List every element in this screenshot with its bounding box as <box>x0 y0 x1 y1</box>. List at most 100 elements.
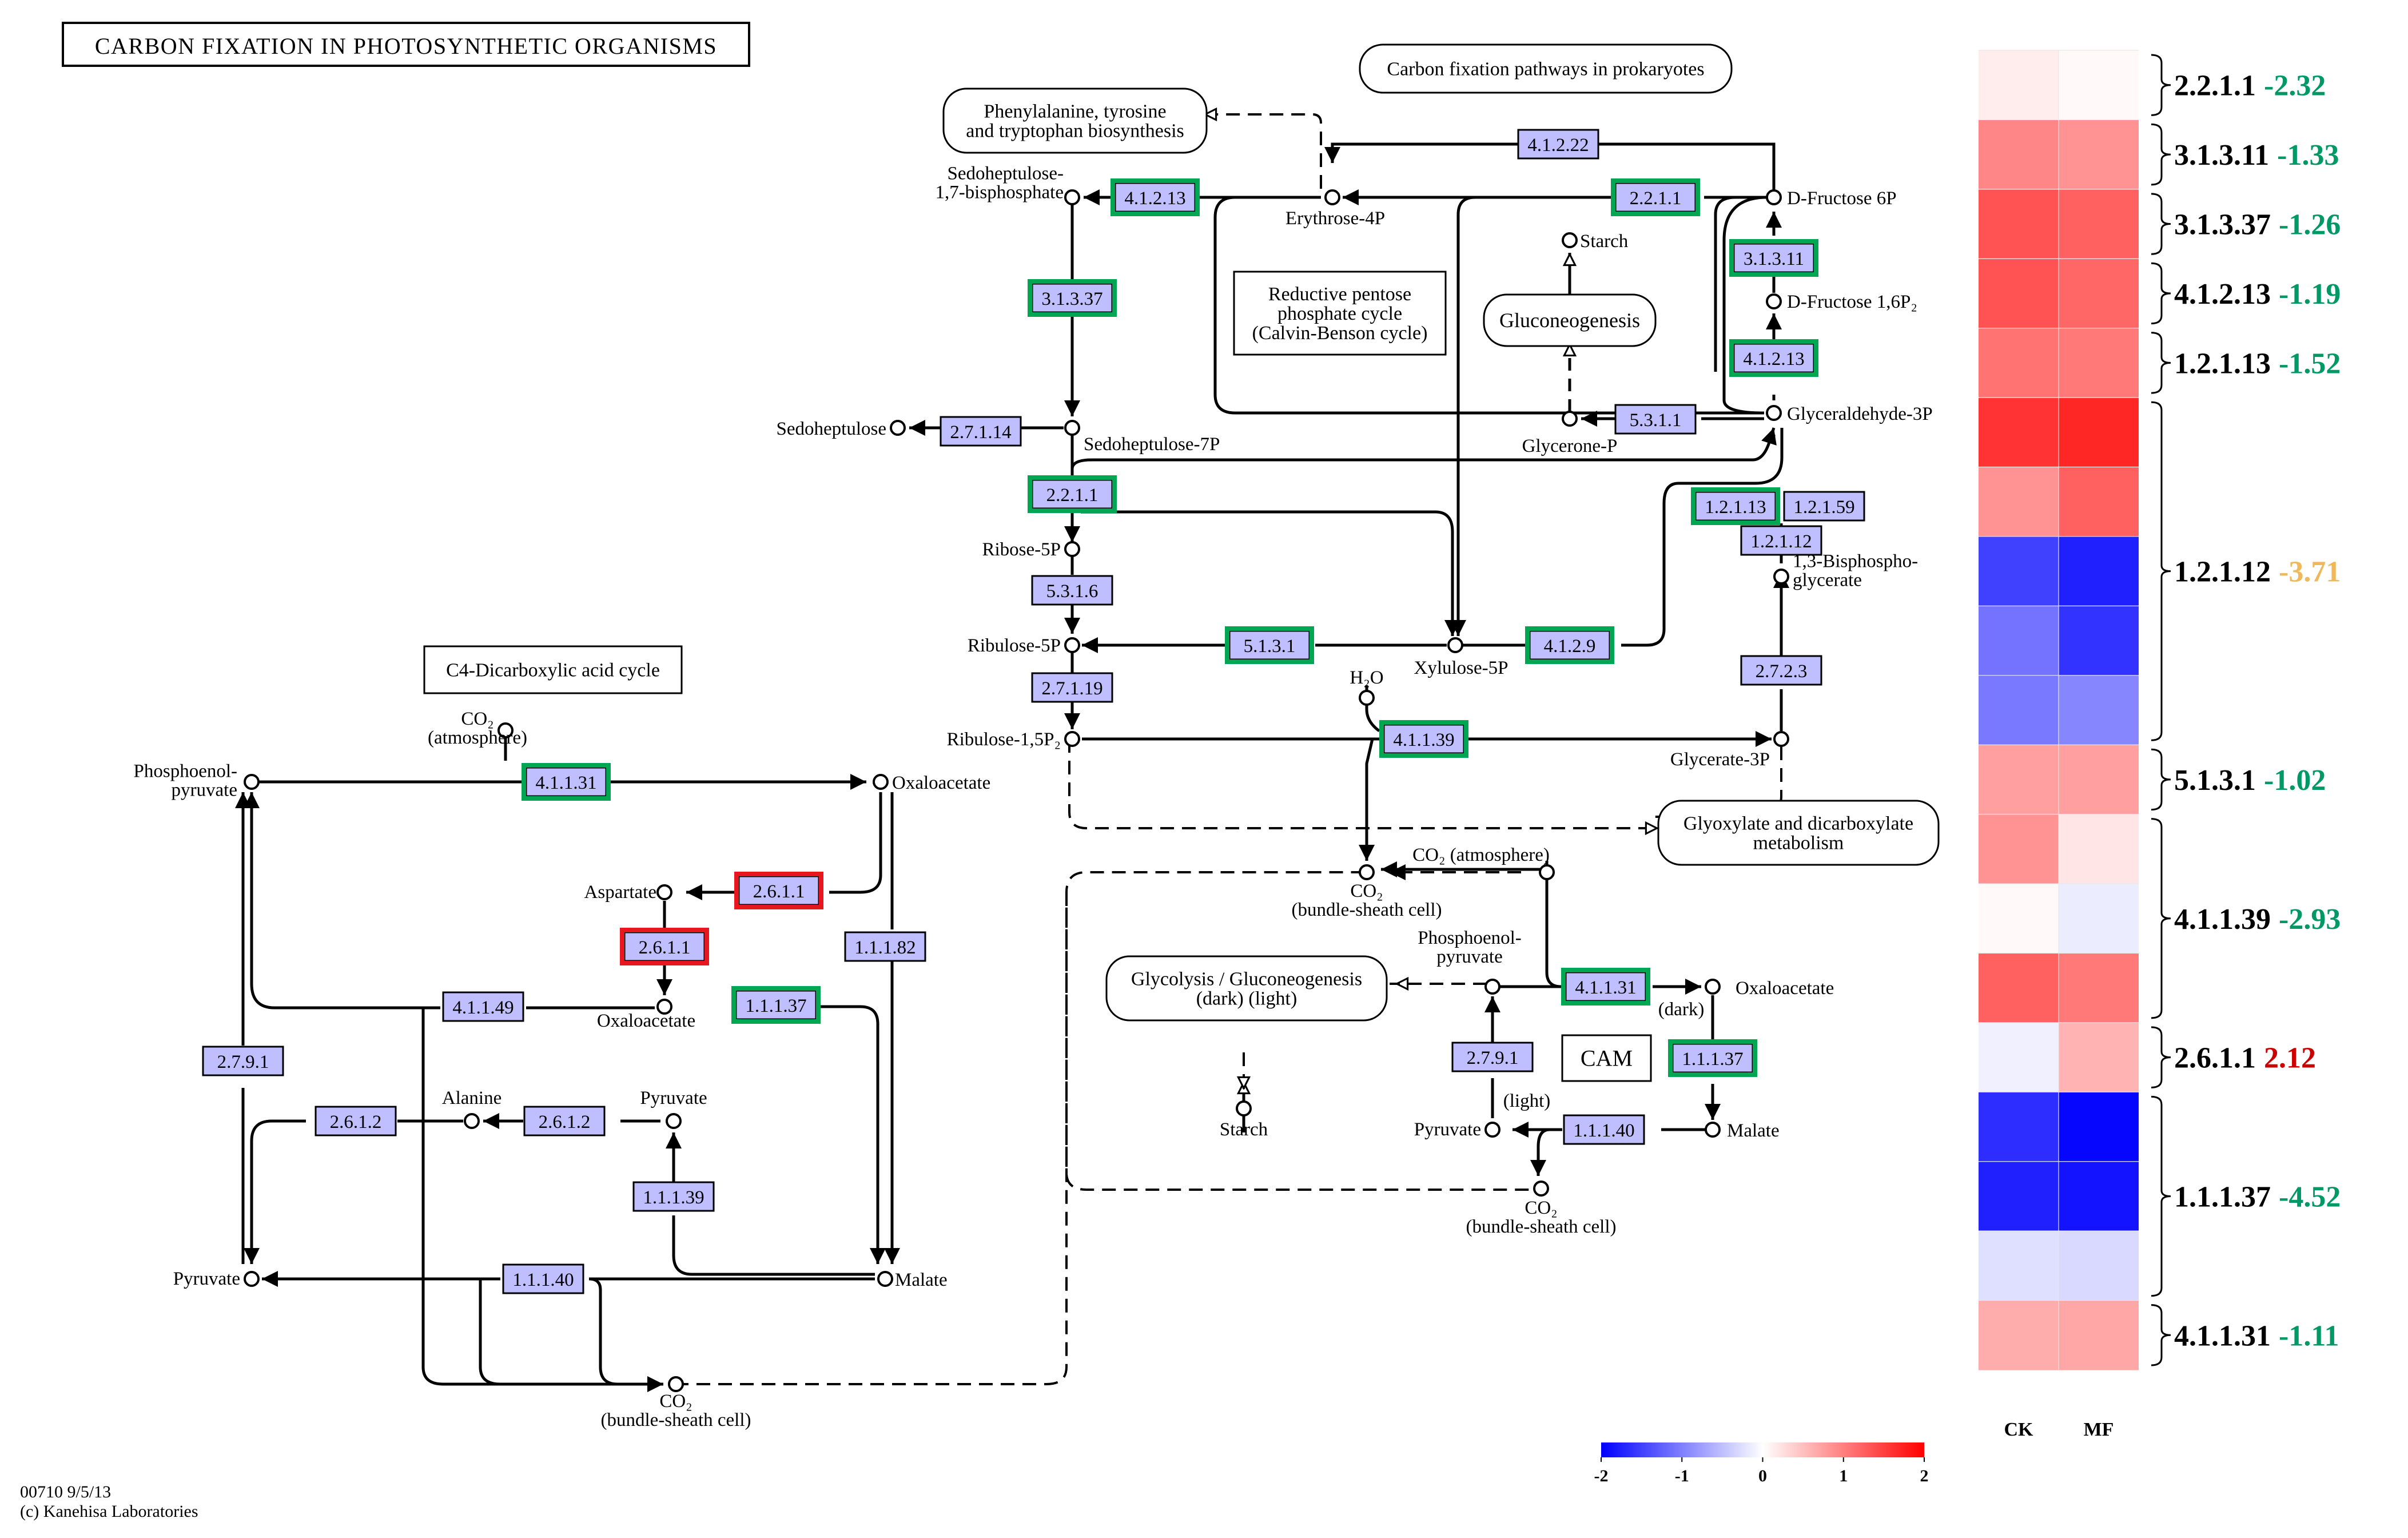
compound-h2o[interactable]: H₂O <box>1350 667 1384 706</box>
enzyme-4-1-1-49[interactable]: 4.1.1.49 <box>442 991 524 1022</box>
enzyme-1-1-1-37[interactable]: 1.1.1.37 <box>731 986 821 1024</box>
compound-node[interactable] <box>1064 731 1080 747</box>
enzyme-2-7-2-3[interactable]: 2.7.2.3 <box>1740 655 1822 686</box>
compound-dhap[interactable]: Glycerone-P <box>1522 411 1618 456</box>
enzyme-box[interactable] <box>940 416 1022 447</box>
enzyme-box[interactable] <box>1614 404 1697 435</box>
compound-node[interactable] <box>656 999 672 1015</box>
compound-fbp[interactable]: D-Fructose 1,6P₂ <box>1766 292 1917 312</box>
compound-ala[interactable]: Alanine <box>442 1088 501 1129</box>
compound-bpg[interactable]: 1,3-Bisphospho-glycerate <box>1773 551 1918 591</box>
map-link-frame[interactable] <box>1483 293 1657 347</box>
compound-node[interactable] <box>1064 420 1080 436</box>
enzyme-1-2-1-13[interactable]: 1.2.1.13 <box>1691 487 1780 525</box>
enzyme-box[interactable] <box>442 991 524 1022</box>
compound-node[interactable] <box>1484 979 1500 995</box>
compound-pep1[interactable]: Phosphoenol-pyruvate <box>134 761 260 801</box>
compound-node[interactable] <box>1705 1122 1721 1138</box>
compound-node[interactable] <box>1562 232 1578 248</box>
enzyme-box[interactable] <box>1529 630 1611 661</box>
map-link-gluconeo[interactable]: Gluconeogenesis <box>1483 293 1657 347</box>
compound-node[interactable] <box>1324 189 1340 205</box>
enzyme-5-3-1-1[interactable]: 5.3.1.1 <box>1614 404 1697 435</box>
compound-node[interactable] <box>656 884 672 900</box>
enzyme-box[interactable] <box>1740 655 1822 686</box>
compound-f6p[interactable]: D-Fructose 6P <box>1766 188 1897 209</box>
compound-node[interactable] <box>1766 405 1782 421</box>
compound-g3p[interactable]: Glyceraldehyde-3P <box>1766 404 1933 424</box>
compound-node[interactable] <box>877 1271 893 1287</box>
enzyme-4-1-2-9[interactable]: 4.1.2.9 <box>1525 626 1614 664</box>
compound-node[interactable] <box>1484 1122 1500 1138</box>
compound-oaa3[interactable]: Oxaloacetate <box>1705 978 1834 999</box>
enzyme-4-1-1-39[interactable]: 4.1.1.39 <box>1379 720 1468 758</box>
map-link-frame[interactable] <box>1359 43 1733 94</box>
compound-co2bs2[interactable]: CO₂(bundle-sheath cell) <box>601 1376 751 1430</box>
compound-node[interactable] <box>464 1113 480 1129</box>
enzyme-3-1-3-11[interactable]: 3.1.3.11 <box>1729 239 1818 277</box>
enzyme-1-1-1-82[interactable]: 1.1.1.82 <box>844 931 926 962</box>
compound-node[interactable] <box>1533 1181 1549 1197</box>
compound-node[interactable] <box>1236 1100 1252 1116</box>
enzyme-2-2-1-1[interactable]: 2.2.1.1 <box>1611 178 1700 216</box>
enzyme-box[interactable] <box>1031 672 1113 703</box>
compound-g3pa[interactable]: Glycerate-3P <box>1670 731 1789 770</box>
enzyme-box[interactable] <box>502 1263 584 1294</box>
enzyme-box[interactable] <box>523 1106 606 1136</box>
enzyme-box[interactable] <box>315 1106 397 1136</box>
enzyme-2-7-1-19[interactable]: 2.7.1.19 <box>1031 672 1113 703</box>
compound-node[interactable] <box>1064 541 1080 557</box>
map-link-glyco[interactable]: Glycolysis / Gluconeogenesis(dark) (ligh… <box>1105 955 1388 1022</box>
enzyme-box[interactable] <box>735 989 817 1020</box>
enzyme-box[interactable] <box>1565 971 1647 1002</box>
enzyme-1-2-1-59[interactable]: 1.2.1.59 <box>1783 491 1865 522</box>
compound-s7p[interactable]: Sedoheptulose-7P <box>1064 420 1220 455</box>
compound-co2bs1[interactable]: CO₂(bundle-sheath cell) <box>1292 864 1442 920</box>
enzyme-2-6-1-2[interactable]: 2.6.1.2 <box>315 1106 397 1136</box>
compound-node[interactable] <box>873 774 889 790</box>
compound-node[interactable] <box>1766 189 1782 205</box>
enzyme-2-6-1-1[interactable]: 2.6.1.1 <box>620 928 709 965</box>
enzyme-box[interactable] <box>1031 575 1113 606</box>
enzyme-2-2-1-1[interactable]: 2.2.1.1 <box>1028 475 1117 513</box>
enzyme-box[interactable] <box>1517 129 1599 160</box>
enzyme-1-1-1-40[interactable]: 1.1.1.40 <box>502 1263 584 1294</box>
compound-node[interactable] <box>244 1271 260 1287</box>
enzyme-4-1-2-22[interactable]: 4.1.2.22 <box>1517 129 1599 160</box>
compound-node[interactable] <box>890 420 906 436</box>
map-link-frame[interactable] <box>1657 800 1940 866</box>
compound-co2atm2[interactable]: CO₂ (atmosphere) <box>1412 845 1555 880</box>
compound-node[interactable] <box>1766 293 1782 309</box>
enzyme-4-1-1-31[interactable]: 4.1.1.31 <box>1561 968 1650 1006</box>
enzyme-box[interactable] <box>202 1046 284 1076</box>
compound-mal2[interactable]: Malate <box>1705 1120 1780 1141</box>
compound-mal1[interactable]: Malate <box>877 1270 948 1290</box>
compound-node[interactable] <box>1064 189 1080 205</box>
compound-ru5p[interactable]: Ribulose-5P <box>968 635 1080 656</box>
enzyme-4-1-2-13[interactable]: 4.1.2.13 <box>1729 339 1818 377</box>
enzyme-3-1-3-37[interactable]: 3.1.3.37 <box>1028 279 1117 317</box>
compound-node[interactable] <box>1705 979 1721 995</box>
enzyme-1-1-1-39[interactable]: 1.1.1.39 <box>632 1181 715 1212</box>
enzyme-box[interactable] <box>1740 525 1822 556</box>
enzyme-2-7-1-14[interactable]: 2.7.1.14 <box>940 416 1022 447</box>
compound-x5p[interactable]: Xylulose-5P <box>1414 637 1509 678</box>
enzyme-box[interactable] <box>1451 1042 1534 1072</box>
enzyme-box[interactable] <box>1563 1114 1645 1145</box>
compound-node[interactable] <box>666 1113 682 1129</box>
compound-rubp[interactable]: Ribulose-1,5P₂ <box>947 729 1080 750</box>
compound-asp[interactable]: Aspartate <box>584 882 672 903</box>
compound-node[interactable] <box>1539 864 1555 880</box>
map-link-frame[interactable] <box>1105 955 1388 1022</box>
compound-co2bs3[interactable]: CO₂(bundle-sheath cell) <box>1466 1181 1617 1237</box>
enzyme-5-1-3-1[interactable]: 5.1.3.1 <box>1225 626 1314 664</box>
compound-node[interactable] <box>1359 690 1375 706</box>
compound-sed[interactable]: Sedoheptulose <box>777 419 906 439</box>
compound-node[interactable] <box>1447 637 1463 653</box>
compound-starch1[interactable]: Starch <box>1562 231 1629 252</box>
enzyme-box[interactable] <box>844 931 926 962</box>
compound-pep2[interactable]: Phosphoenol-pyruvate <box>1418 928 1522 995</box>
compound-node[interactable] <box>1773 569 1789 585</box>
compound-node[interactable] <box>244 774 260 790</box>
